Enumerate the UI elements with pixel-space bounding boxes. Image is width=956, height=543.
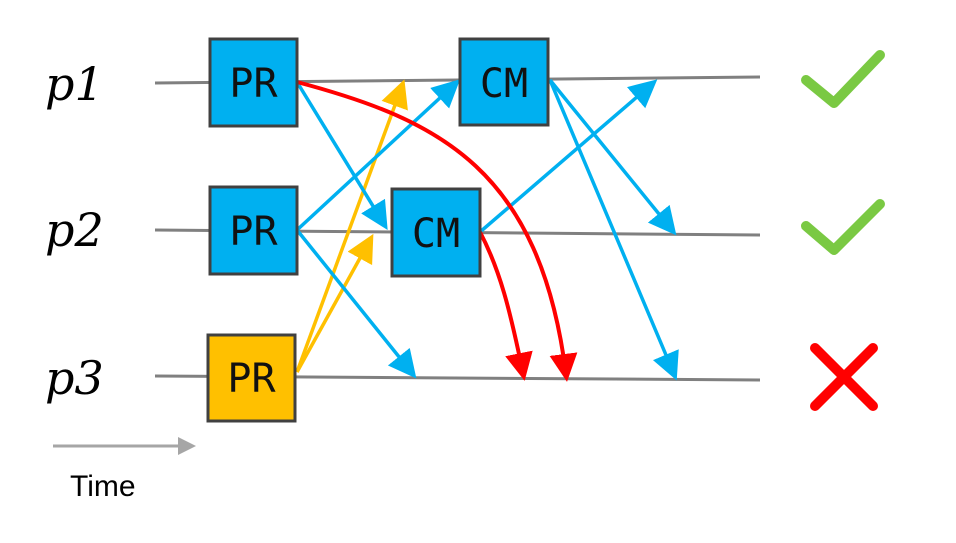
- box-p2-pr: PR: [208, 185, 299, 276]
- box-p2-pr-label: PR: [229, 209, 278, 255]
- arrow-p2pr-to-p1: [295, 79, 461, 232]
- cross-icon: [810, 343, 878, 411]
- time-label: Time: [70, 470, 136, 503]
- arrow-p1pr-to-p3-red: [296, 80, 578, 382]
- check-icon: [801, 199, 885, 255]
- arrow-p2cm-to-p3-red: [478, 231, 533, 381]
- process-label-p3: p3: [45, 351, 104, 405]
- box-p1-cm: CM: [458, 37, 550, 127]
- arrow-p1cm-to-p2: [548, 78, 677, 236]
- process-label-p2: p2: [45, 203, 104, 257]
- box-p1-cm-label: CM: [480, 61, 528, 107]
- arrow-p1pr-to-p2: [295, 81, 388, 230]
- box-p1-pr: PR: [208, 37, 299, 128]
- box-p2-cm-label: CM: [412, 211, 460, 257]
- arrow-p2pr-to-p3: [295, 228, 417, 379]
- box-p3-pr: PR: [206, 333, 297, 423]
- arrow-p1cm-to-p3: [548, 79, 679, 381]
- box-p2-cm: CM: [390, 187, 482, 278]
- box-p3-pr-label: PR: [227, 356, 276, 402]
- check-icon: [801, 50, 885, 108]
- arrow-p3pr-to-p1: [295, 79, 408, 373]
- process-label-p1: p1: [45, 57, 104, 111]
- arrow-p3pr-to-p2: [295, 233, 374, 373]
- box-p1-pr-label: PR: [229, 61, 278, 107]
